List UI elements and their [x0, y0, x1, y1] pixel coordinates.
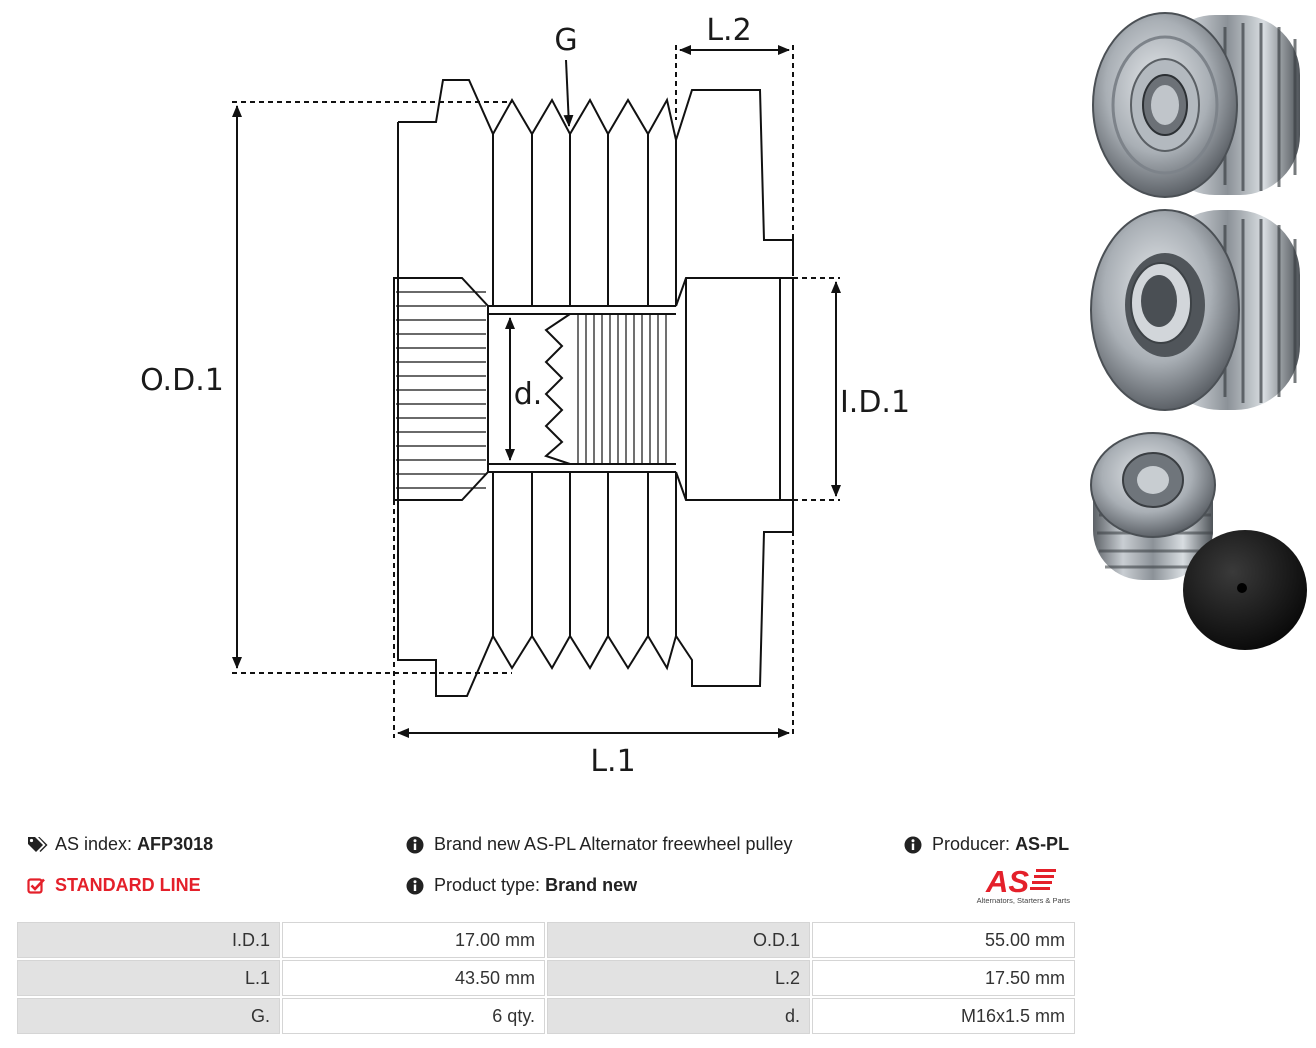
standard-line: STANDARD LINE	[27, 875, 201, 896]
technical-drawing: G L.2 O.D.1 d. I.D.1 L.1	[140, 13, 910, 779]
spec-value: 55.00 mm	[812, 922, 1075, 958]
info-icon	[406, 836, 428, 854]
counterbore	[675, 277, 794, 501]
product-type-value: Brand new	[545, 875, 638, 895]
thread-profile	[544, 313, 571, 465]
as-logo-mark: AS	[985, 864, 1056, 899]
l1-label: L.1	[590, 744, 635, 779]
spec-label: d.	[547, 998, 810, 1034]
check-square-icon	[27, 877, 49, 895]
l2-label: L.2	[706, 13, 751, 48]
spec-label: L.2	[547, 960, 810, 996]
spec-value: M16x1.5 mm	[812, 998, 1075, 1034]
groove-lines-lower	[492, 472, 677, 636]
spec-label: G.	[17, 998, 280, 1034]
od1-label: O.D.1	[140, 363, 224, 398]
thread-hatch	[577, 314, 667, 464]
description-text: Brand new AS-PL Alternator freewheel pul…	[434, 834, 793, 854]
spec-label: L.1	[17, 960, 280, 996]
d-label: d.	[514, 377, 543, 412]
table-row: G. 6 qty. d. M16x1.5 mm	[17, 998, 1075, 1034]
pulley-with-cap-photo	[1090, 432, 1307, 650]
info-icon	[904, 836, 926, 854]
product-type: Product type: Brand new	[406, 875, 637, 896]
spec-label: O.D.1	[547, 922, 810, 958]
description: Brand new AS-PL Alternator freewheel pul…	[406, 834, 793, 855]
spec-value: 43.50 mm	[282, 960, 545, 996]
producer-value: AS-PL	[1015, 834, 1070, 854]
producer: Producer: AS-PL	[904, 834, 1069, 855]
id1-label: I.D.1	[840, 385, 910, 420]
info-icon	[406, 877, 428, 895]
g-leader	[563, 59, 574, 127]
spec-value: 17.50 mm	[812, 960, 1075, 996]
spline-hatch	[396, 291, 486, 489]
standard-line-label: STANDARD LINE	[55, 875, 201, 895]
table-row: I.D.1 17.00 mm O.D.1 55.00 mm	[17, 922, 1075, 958]
producer-label: Producer:	[932, 834, 1011, 854]
spec-label: I.D.1	[17, 922, 280, 958]
logo-tagline: Alternators, Starters & Parts	[976, 896, 1070, 905]
as-index-label: AS index:	[55, 834, 133, 854]
as-index: AS index: AFP3018	[27, 834, 213, 855]
svg-text:AS: AS	[985, 864, 1029, 896]
g-label: G	[554, 23, 577, 58]
pulley-rear-photo	[1090, 209, 1300, 411]
spec-value: 6 qty.	[282, 998, 545, 1034]
pulley-front-photo	[1092, 12, 1300, 198]
groove-lines-upper	[492, 134, 677, 306]
spec-value: 17.00 mm	[282, 922, 545, 958]
product-photos	[1090, 12, 1307, 650]
spec-table: I.D.1 17.00 mm O.D.1 55.00 mm L.1 43.50 …	[15, 920, 1077, 1036]
tags-icon	[27, 836, 49, 854]
product-type-label: Product type:	[434, 875, 541, 895]
as-pl-logo: AS Alternators, Starters & Parts	[960, 862, 1070, 908]
as-index-value: AFP3018	[137, 834, 214, 854]
table-row: L.1 43.50 mm L.2 17.50 mm	[17, 960, 1075, 996]
pulley-outline	[398, 79, 794, 276]
spline-hub	[393, 277, 489, 501]
